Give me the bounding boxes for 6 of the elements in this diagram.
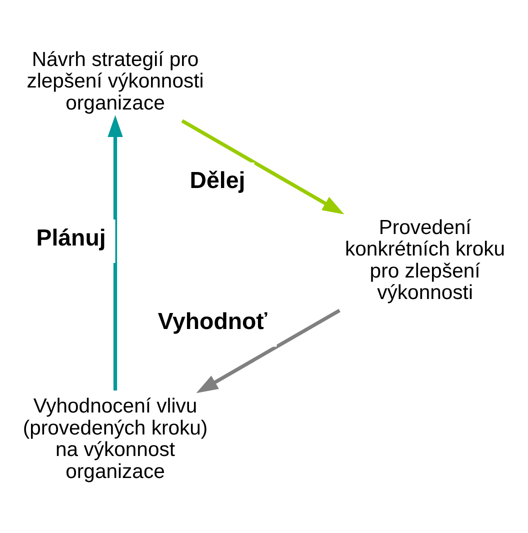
- edge-label: Vyhodnoť: [158, 308, 268, 334]
- node-text: Provedení konkrétních kroku pro zlepšení výkonnosti: [345, 216, 506, 304]
- edge-label: Dělej: [190, 167, 246, 194]
- node-text: Vyhodnocení vlivu (provedených kroku) na výkonnost organizace: [22, 396, 208, 483]
- node-text: Návrh strategií pro zlepšení výkonnosti organizace: [26, 48, 204, 114]
- edge-label: Plánuj: [36, 224, 106, 250]
